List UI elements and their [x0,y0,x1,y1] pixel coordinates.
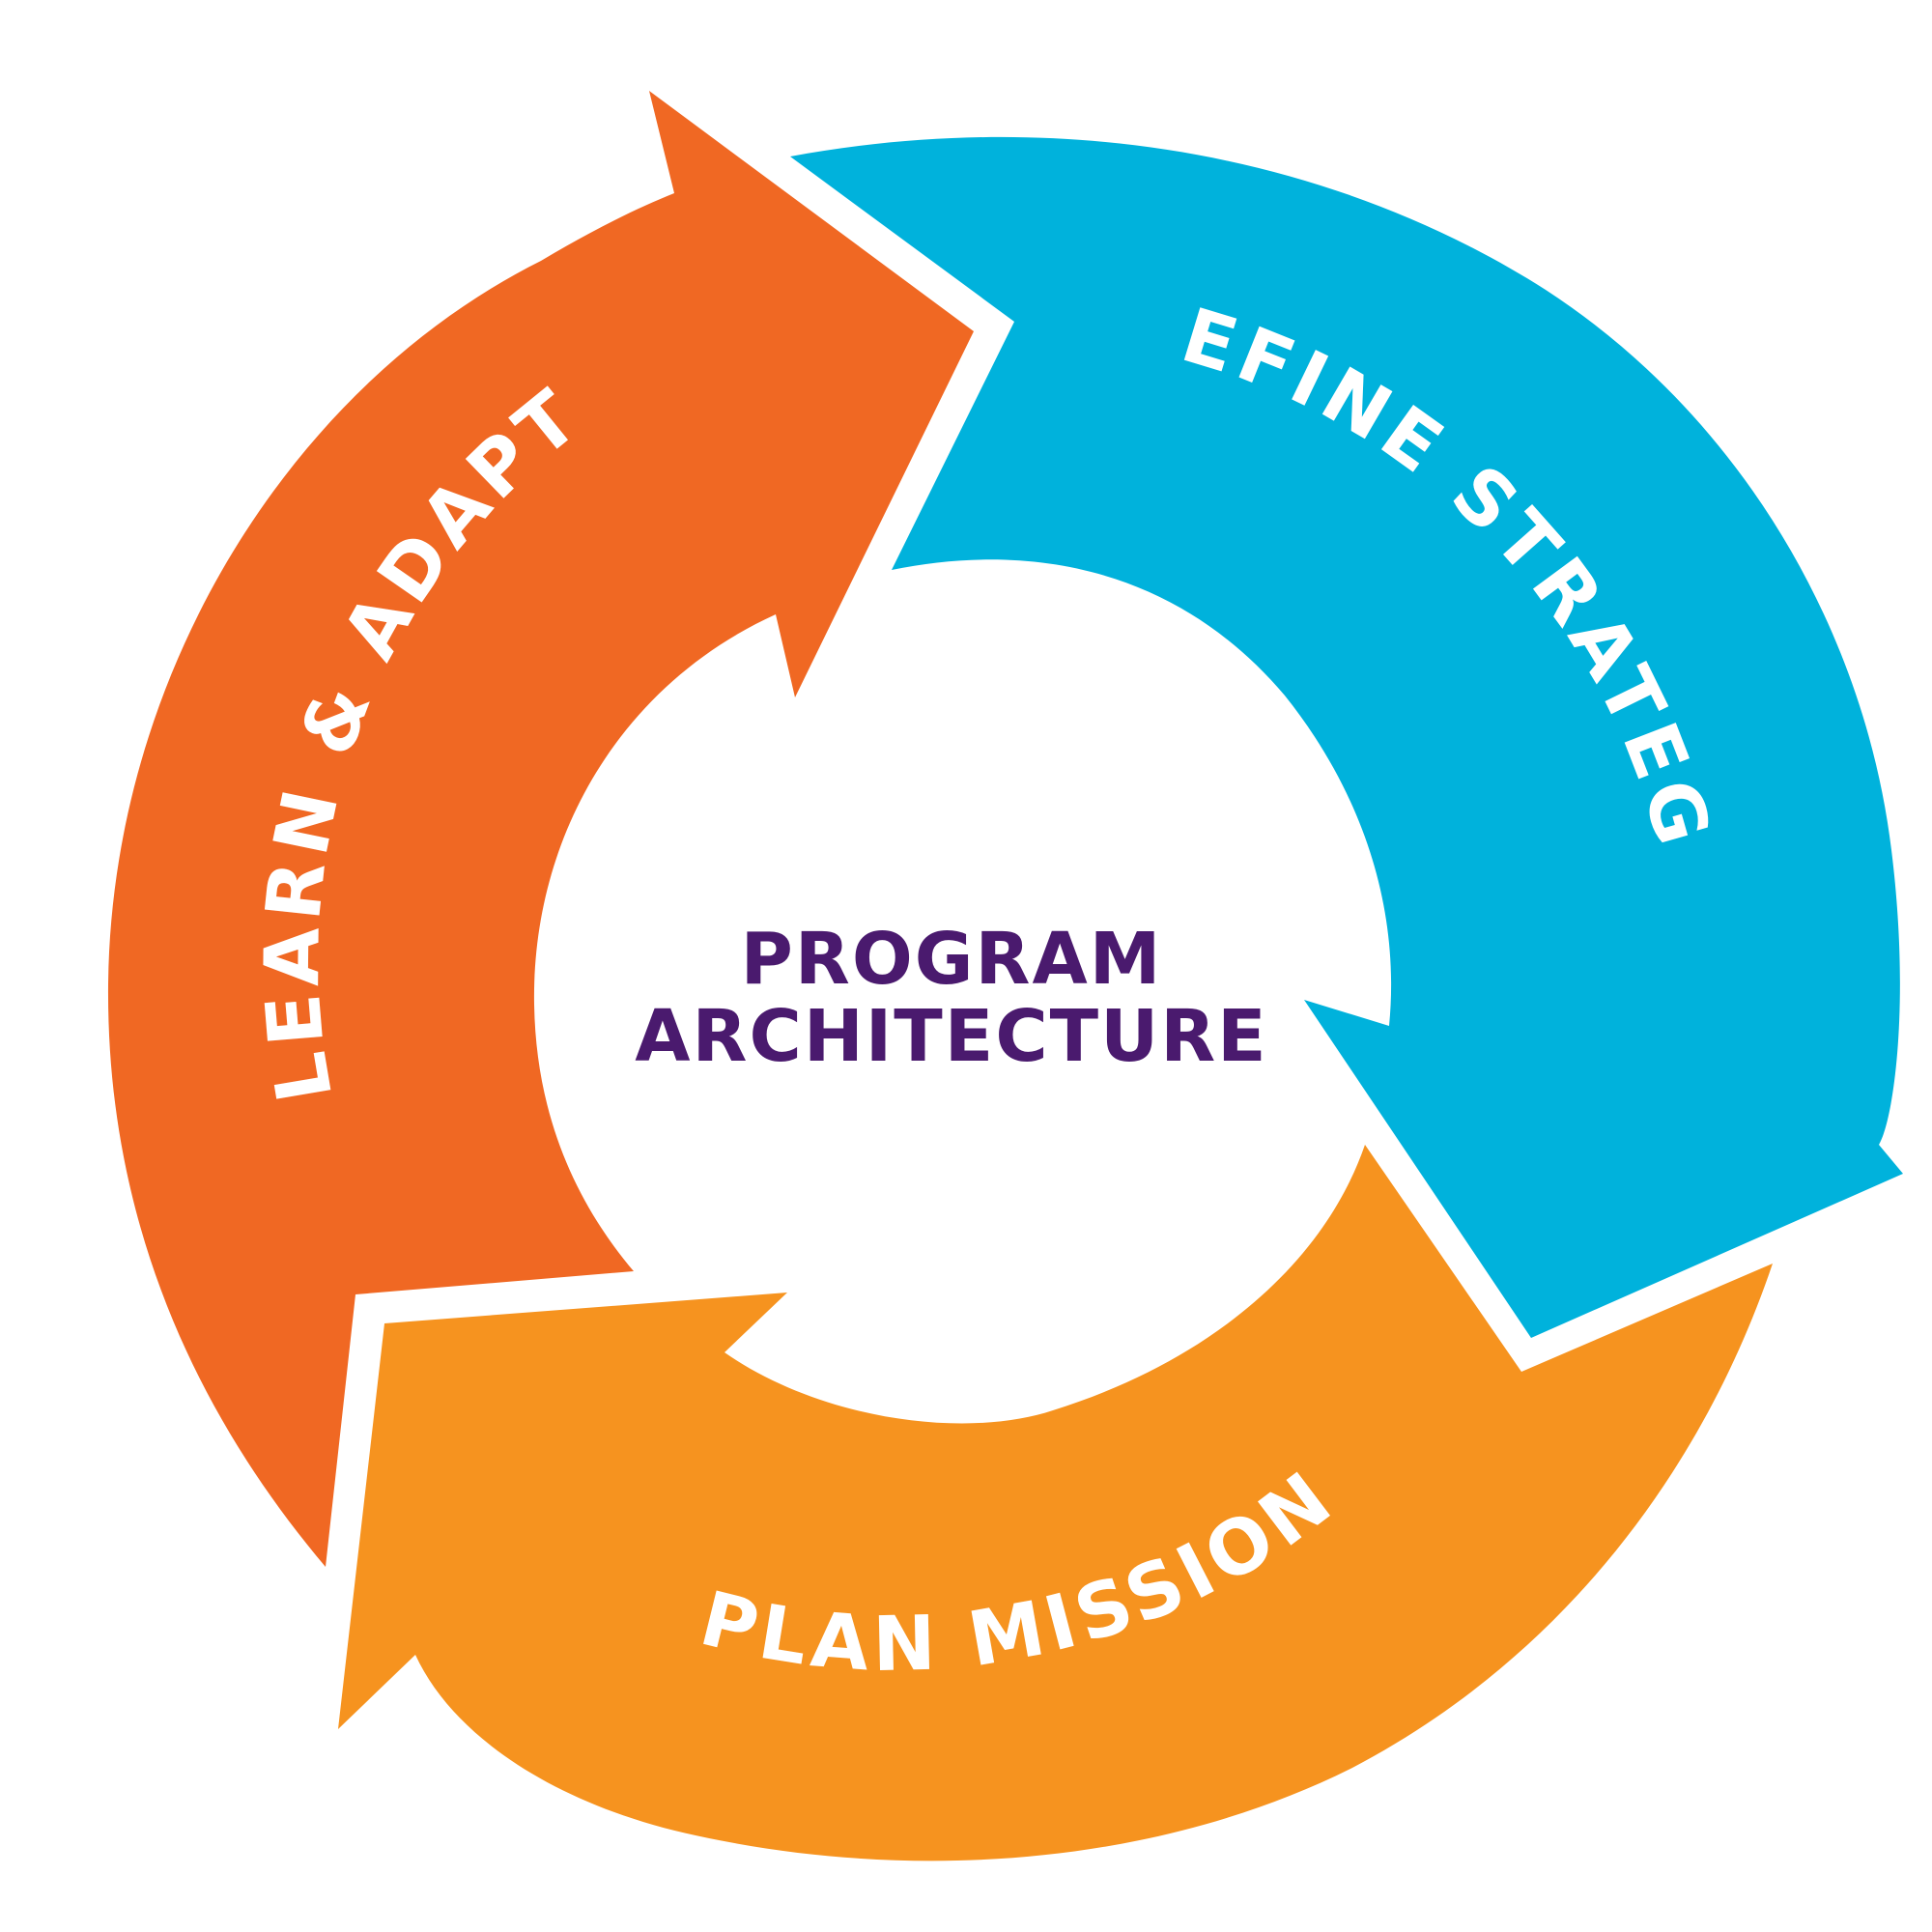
plan-mission-arrow [338,1145,1773,1861]
learn-adapt-arrow [107,91,974,1567]
center-title-line2: ARCHITECTURE [635,995,1267,1078]
define-strategy-arrow [790,136,1903,1338]
center-title-line1: PROGRAM [741,918,1163,1001]
